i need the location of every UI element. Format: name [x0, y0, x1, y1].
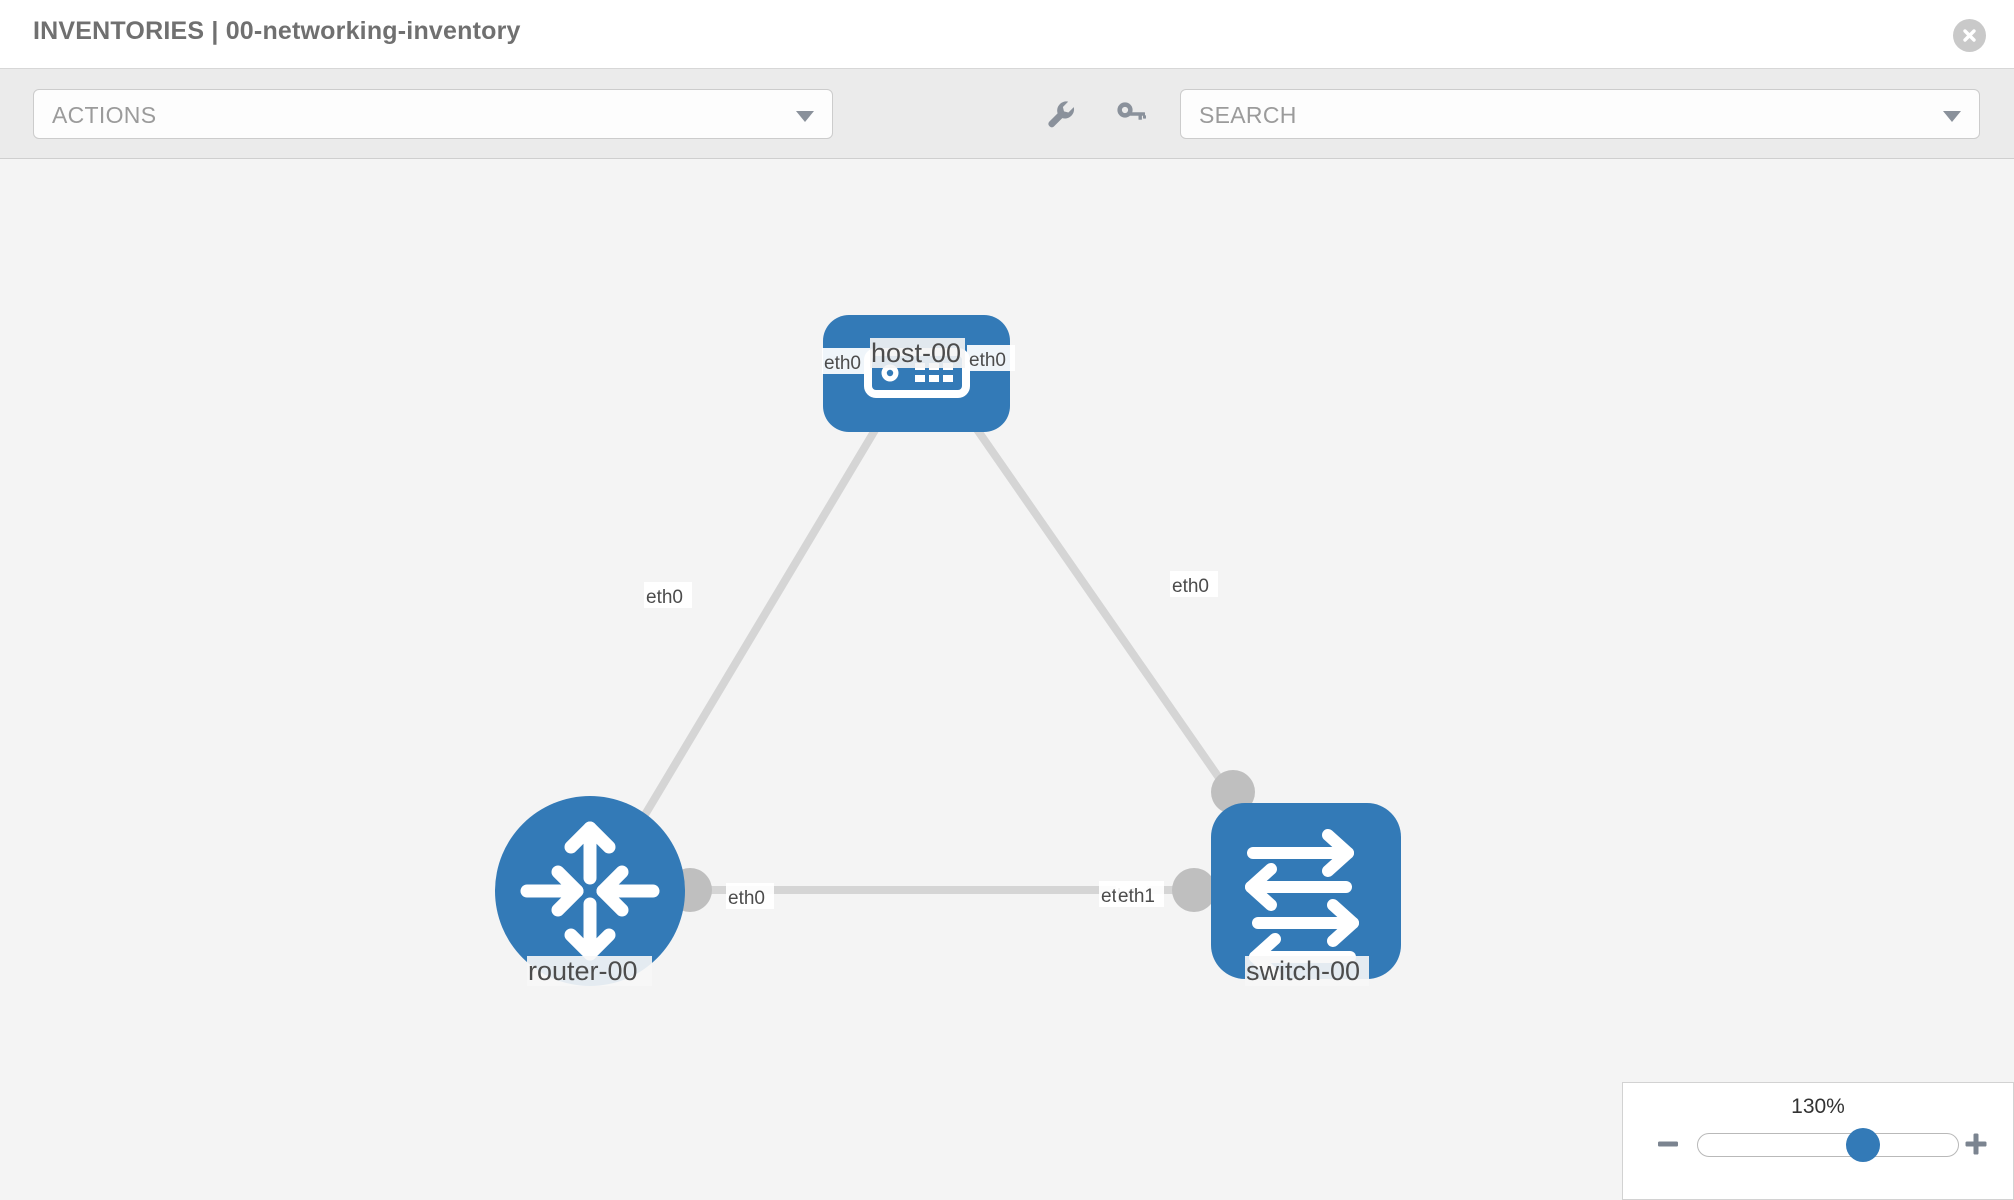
actions-dropdown[interactable]: ACTIONS — [33, 89, 833, 139]
svg-text:host-00: host-00 — [871, 338, 961, 368]
svg-text:eth0: eth0 — [969, 350, 1006, 371]
toolbar: ACTIONS SEARCH — [0, 69, 2014, 159]
iface-label-router00-to-switch00: eth0 — [726, 883, 774, 909]
search-input[interactable]: SEARCH — [1180, 89, 1980, 139]
iface-label-router00-to-host00: eth0 — [644, 582, 692, 608]
zoom-slider[interactable] — [1697, 1128, 1959, 1162]
iface-label-switch00-to-host00: eth0 — [1170, 571, 1218, 597]
iface-label-switch00-to-router00: eth1 — [1116, 881, 1164, 907]
key-icon[interactable] — [1110, 95, 1152, 133]
topology-interface-labels: eth0 eth0 eth0 eth0 eth0 — [644, 345, 1218, 909]
svg-text:switch-00: switch-00 — [1246, 956, 1360, 986]
zoom-level-value: 130% — [1791, 1095, 1845, 1118]
chevron-down-icon — [1943, 111, 1961, 122]
svg-text:eth0: eth0 — [728, 888, 765, 909]
actions-dropdown-label: ACTIONS — [52, 102, 157, 128]
wrench-icon[interactable] — [1040, 95, 1082, 133]
topology-links — [596, 402, 1294, 894]
iface-label-host00-to-router00: eth0 — [822, 348, 870, 374]
iface-label-host00-to-switch00: eth0 — [967, 345, 1015, 371]
four-arrows-converging-icon — [520, 821, 660, 961]
node-label-switch-00: switch-00 — [1245, 956, 1369, 986]
page-header: INVENTORIES | 00-networking-inventory — [0, 0, 2014, 69]
svg-text:eth0: eth0 — [646, 587, 683, 608]
topology-canvas[interactable]: host-00 router-00 switch-00 eth0 — [0, 160, 2014, 1200]
svg-text:eth1: eth1 — [1118, 886, 1155, 907]
search-placeholder: SEARCH — [1199, 102, 1297, 128]
page-title: INVENTORIES | 00-networking-inventory — [33, 17, 521, 45]
node-label-host-00: host-00 — [870, 338, 965, 368]
svg-text:eth0: eth0 — [1172, 576, 1209, 597]
connector-switch00-west — [1172, 868, 1216, 912]
svg-text:eth0: eth0 — [824, 353, 861, 374]
node-switch-00[interactable] — [1211, 803, 1401, 981]
minus-icon[interactable] — [1651, 1127, 1685, 1161]
node-label-router-00: router-00 — [527, 956, 652, 986]
svg-text:router-00: router-00 — [528, 956, 638, 986]
connector-switch00-nw — [1211, 770, 1255, 814]
node-router-00[interactable] — [495, 796, 685, 986]
plus-icon[interactable] — [1959, 1127, 1993, 1161]
chevron-down-icon — [796, 111, 814, 122]
topology-node-labels: host-00 router-00 switch-00 — [527, 338, 1369, 986]
close-icon[interactable] — [1953, 19, 1986, 52]
link-host00-router00[interactable] — [596, 402, 894, 893]
zoom-slider-thumb[interactable] — [1846, 1128, 1881, 1162]
zoom-control-panel: 130% — [1622, 1082, 2014, 1200]
